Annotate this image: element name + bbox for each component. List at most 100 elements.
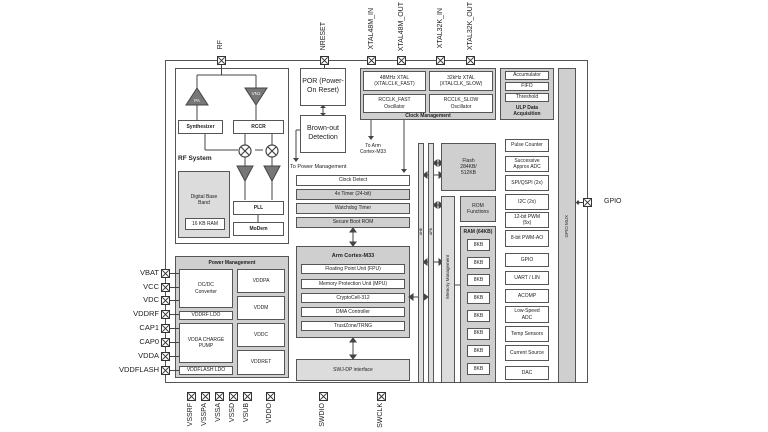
pin-vsub[interactable] [243,392,252,401]
pin-label: VCC [143,282,159,291]
pin-connector [170,342,179,343]
peripheral-label: Successive Approx ADC [513,157,541,170]
modem-block: MoDem [233,222,284,236]
gpio-mux [558,68,576,383]
pin-label: VDDA [138,351,159,360]
vddm-rail: VDDM [237,296,285,320]
pin-vddrf[interactable] [161,310,170,319]
pin-vssrf[interactable] [187,392,196,401]
pin-vssd[interactable] [229,392,238,401]
pin-label-gpio: GPIO [604,198,622,205]
pin-connector [170,328,179,329]
mpu-block: Memory Protection Unit (MPU) [301,279,405,289]
trustzone-block: TrustZone/TRNG [301,321,405,331]
pin-label: VDC [143,295,159,304]
pin-label: VDDO [266,403,273,424]
pin-vbat[interactable] [161,269,170,278]
pin-connector [170,300,179,301]
xtal32-block: 32kHz XTAL (XTALCLK_SLOW) [429,71,493,91]
clock-detect-block: Clock Detect [296,175,410,186]
peripheral-label: Current Source [510,349,544,356]
peripheral-block: ACOMP [505,289,549,303]
peripheral-block: DAC [505,366,549,380]
pin-label: VSUB [243,403,250,423]
pin-cap0[interactable] [161,338,170,347]
pin-label: CAP0 [139,337,159,346]
to-power-management-label: To Power Management [290,164,347,170]
flash-label: Flash 284KB/ 512KB [460,157,477,177]
dcdc-converter-block: DC/DC Converter [179,269,233,308]
vddflash-ldo-block: VDDFLASH LDO [179,366,233,375]
rccr-block: RCCR [233,120,284,134]
pa-label: PA [194,98,200,103]
pin-xtal48m-in[interactable] [367,56,376,65]
ram-bank: 8KB [467,274,490,287]
pin-label: SWCLK [377,403,384,428]
pin-label: VSSPA [201,403,208,426]
pin-vsspa[interactable] [201,392,210,401]
pin-vdc[interactable] [161,296,170,305]
apb-bus-label: APB [429,228,433,236]
pin-swdio[interactable] [319,392,328,401]
pin-label: SWDIO [319,403,326,427]
fpu-block: Floating Point Unit (FPU) [301,264,405,274]
xtal32-label: 32kHz XTAL (XTALCLK_SLOW) [439,74,483,87]
pin-label-xtal48m-out: XTAL48M_OUT [398,2,405,52]
pin-swclk[interactable] [377,392,386,401]
dcdc-label: DC/DC Converter [195,282,217,295]
pin-gpio[interactable] [583,198,592,207]
memory-management-label: Memory Management [445,255,450,299]
vddrf-ldo-block: VDDRF LDO [179,311,233,320]
apb-bus [428,143,434,383]
pin-vssa[interactable] [215,392,224,401]
peripheral-block: Pulse Counter [505,139,549,152]
swj-dp-interface: SWJ-DP interface [296,359,410,381]
ulp-accumulator: Accumulator [505,71,549,80]
clock-management-title: Clock Management [405,113,451,119]
pin-connector [170,287,179,288]
pin-vcc[interactable] [161,283,170,292]
vddret-rail: VDDRET [237,350,285,375]
ram-16kb-block: 16 KB RAM [185,218,225,230]
peripheral-block: Current Source [505,345,549,361]
ahb-bus-label: AHB [419,228,423,236]
pin-xtal48m-out[interactable] [397,56,406,65]
vddc-rail: VDDC [237,323,285,347]
rcclk-slow-label: RCCLK_SLOW Oscillator [443,97,479,110]
charge-pump-block: VDDA CHARGE PUMP [179,323,233,363]
rf-system-title: RF System [178,155,212,162]
pin-connector [170,314,179,315]
peripheral-label: Temp Sensors [511,330,543,337]
ulp-fifo: FIFO [505,82,549,91]
pin-vdda[interactable] [161,352,170,361]
pin-xtal32k-in[interactable] [436,56,445,65]
vddpa-rail: VDDPA [237,269,285,293]
pin-vddflash[interactable] [161,366,170,375]
to-arm-cortex-label: To Arm Cortex-M33 [359,143,387,155]
rcclk-fast-label: RCCLK_FAST Oscillator [378,97,411,110]
peripheral-label: Pulse Counter [511,142,543,149]
pin-xtal32k-out[interactable] [466,56,475,65]
brownout-detection-block: Brown-out Detection [300,115,346,153]
peripheral-label: UART / LIN [514,274,540,281]
ram-bank: 8KB [467,327,490,340]
pin-rf[interactable] [217,56,226,65]
pin-cap1[interactable] [161,324,170,333]
pin-connector [170,370,179,371]
ahb-bus [418,143,424,383]
peripheral-block: 8-bit PWM-AO [505,230,549,247]
peripheral-label: Low-Speed ADC [514,308,540,321]
peripheral-block: UART / LIN [505,271,549,285]
memory-management-block [441,196,455,383]
pin-nreset[interactable] [320,56,329,65]
rcclk-fast-block: RCCLK_FAST Oscillator [363,94,426,113]
peripheral-label: SPI/QSPI (2x) [511,179,543,186]
pin-label-rf: RF [217,40,224,50]
peripheral-block: SPI/QSPI (2x) [505,175,549,191]
ram-bank: 8KB [467,292,490,305]
pin-vddo[interactable] [266,392,275,401]
brownout-label: Brown-out Detection [307,125,339,141]
flash-block: Flash 284KB/ 512KB [441,143,496,191]
peripheral-block: Temp Sensors [505,326,549,342]
rom-functions-block: ROM Functions [460,196,496,222]
